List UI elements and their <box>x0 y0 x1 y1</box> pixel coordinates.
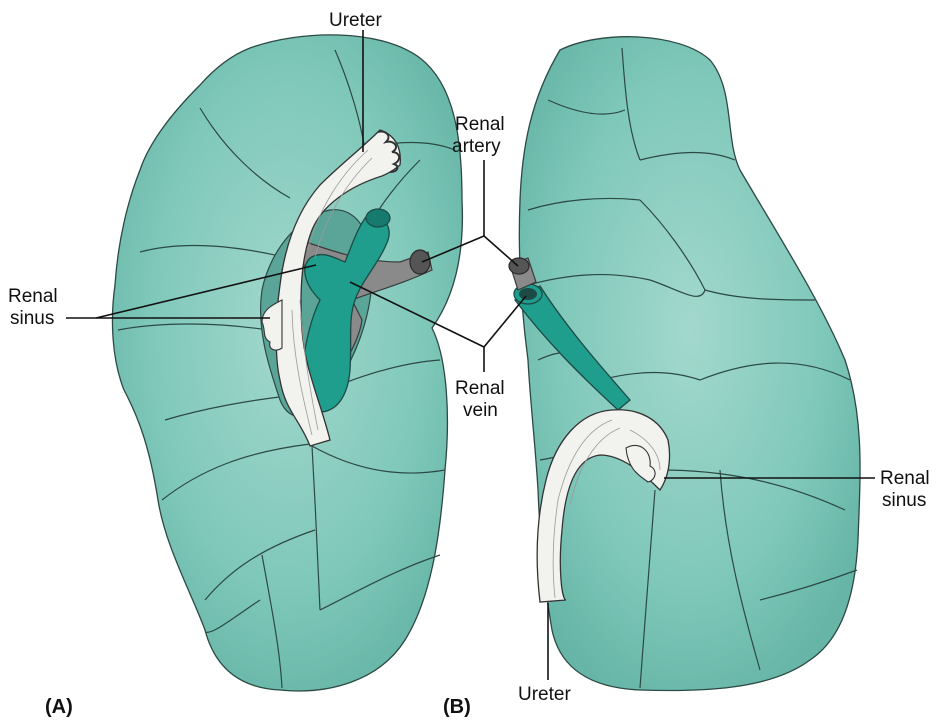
label-renal-sinus-right-line1: Renal <box>880 468 930 489</box>
leader-vein-b <box>484 296 526 347</box>
leader-artery-b <box>484 236 518 266</box>
label-renal-sinus-left-line1: Renal <box>8 286 58 307</box>
label-ureter-bottom: Ureter <box>518 684 571 705</box>
label-renal-vein-line2: vein <box>463 400 498 421</box>
label-renal-sinus-left-line2: sinus <box>10 308 54 329</box>
label-ureter-top: Ureter <box>329 10 382 31</box>
kidney-a-artery-opening <box>410 250 430 274</box>
kidney-a <box>112 35 462 691</box>
label-renal-artery-line1: Renal <box>455 114 505 135</box>
panel-label-a: (A) <box>45 696 73 718</box>
panel-label-b: (B) <box>443 696 471 718</box>
label-renal-artery-line2: artery <box>452 136 501 157</box>
label-renal-vein-line1: Renal <box>455 378 505 399</box>
label-renal-sinus-right-line2: sinus <box>882 490 926 511</box>
kidney-a-vein-opening <box>366 209 390 227</box>
kidney-b-vein-lumen <box>519 288 537 300</box>
kidney-b <box>509 37 860 691</box>
